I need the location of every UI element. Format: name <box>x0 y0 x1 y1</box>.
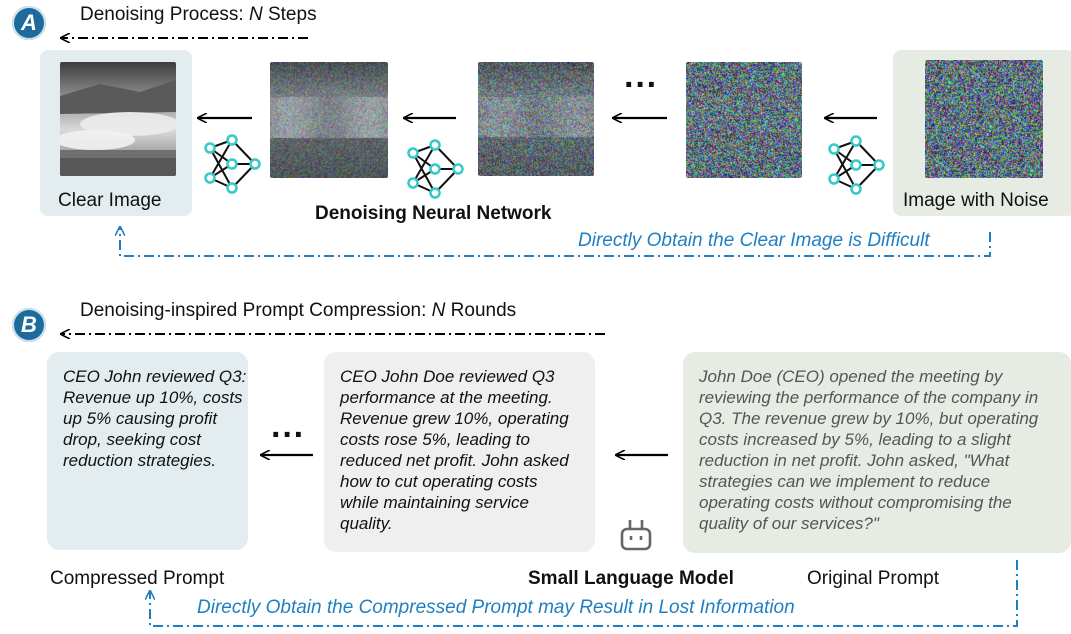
noisy-image-step-n <box>686 62 802 178</box>
original-prompt-box: John Doe (CEO) opened the meeting by rev… <box>683 352 1071 553</box>
title-suffix: Steps <box>262 4 317 25</box>
robot-icon <box>620 520 652 551</box>
section-a-badge: A <box>12 6 46 40</box>
denoised-image-step-1 <box>270 62 388 178</box>
title-variable: N <box>431 300 446 321</box>
compressed-prompt-label: Compressed Prompt <box>50 568 225 589</box>
noise-image <box>925 60 1043 178</box>
ellipsis-b: ··· <box>271 416 305 454</box>
title-variable: N <box>248 4 263 25</box>
intermediate-prompt-box: CEO John Doe reviewed Q3 performance at … <box>324 352 595 552</box>
title-prefix: Denoising Process: <box>80 4 249 25</box>
section-a-title: Denoising Process: N Steps <box>80 4 317 26</box>
network-label: Denoising Neural Network <box>315 203 552 224</box>
original-prompt-label: Original Prompt <box>807 568 939 589</box>
noise-image-label: Image with Noise <box>903 190 1049 211</box>
section-b-title: Denoising-inspired Prompt Compression: N… <box>80 300 516 322</box>
neural-network-icon <box>828 135 885 195</box>
compressed-prompt-box: CEO John reviewed Q3: Revenue up 10%, co… <box>47 352 248 550</box>
original-prompt-text: John Doe (CEO) opened the meeting by rev… <box>699 367 1039 533</box>
clear-image <box>60 62 176 176</box>
feedback-line-a <box>120 228 991 257</box>
neural-network-icon <box>407 139 464 199</box>
ellipsis-a: ··· <box>624 66 658 104</box>
title-suffix: Rounds <box>445 300 517 321</box>
denoised-image-step-2 <box>478 62 594 176</box>
compressed-prompt-text: CEO John reviewed Q3: Revenue up 10%, co… <box>63 367 247 470</box>
small-language-model-label: Small Language Model <box>528 568 734 589</box>
clear-image-label: Clear Image <box>58 190 162 211</box>
intermediate-prompt-text: CEO John Doe reviewed Q3 performance at … <box>340 367 569 533</box>
section-b-badge: B <box>12 308 46 342</box>
note-b: Directly Obtain the Compressed Prompt ma… <box>197 597 795 618</box>
neural-network-icon <box>204 134 261 194</box>
feedback-line-b <box>150 560 1018 627</box>
note-a: Directly Obtain the Clear Image is Diffi… <box>578 230 930 251</box>
title-prefix: Denoising-inspired Prompt Compression: <box>80 300 432 321</box>
